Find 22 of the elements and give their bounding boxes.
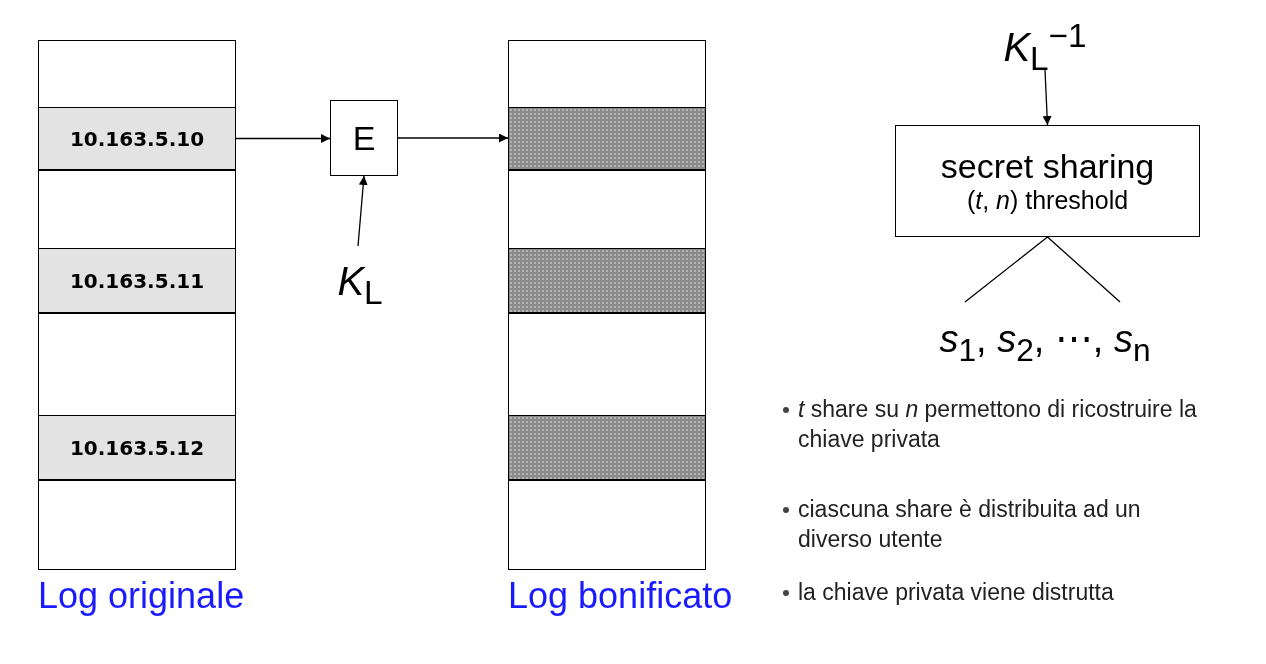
encrypted-row [508,107,706,170]
box-subtitle: (t, n) threshold [966,186,1129,215]
bullet-note: la chiave privata viene distrutta [798,578,1115,607]
key-symbol: K$_{L}$ [330,250,390,312]
log-row: 10.163.5.10 [38,107,236,170]
log-row: 10.163.5.11 [38,248,236,313]
arrow [357,175,368,247]
arrow [1042,69,1052,126]
log-row: 10.163.5.12 [38,415,236,480]
process-box [895,125,1200,237]
bullet-note: t share su n permettono di ricostruire la chiave privata [798,395,1198,454]
box-title: secret sharing [940,147,1155,186]
encrypted-row [508,415,706,480]
encrypted-row [508,248,706,313]
encryption-box: E [330,100,398,176]
connector-line [964,236,1121,303]
shares-formula: s$_{1}$, s$_{2}$, ⋯, s$_{n}$ [915,300,1175,378]
bullet-note: ciascuna share è distribuita ad un diverso utente [798,495,1142,554]
table-caption: Log originale [38,575,245,617]
arrow [397,133,509,143]
table-caption: Log bonificato [508,575,733,617]
arrow [235,134,331,143]
